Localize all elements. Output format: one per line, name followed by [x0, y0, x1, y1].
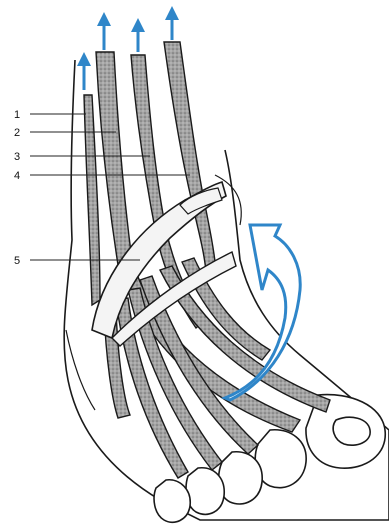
label-2: 2 — [14, 127, 20, 139]
label-1: 1 — [14, 109, 20, 121]
arrow-up-3 — [131, 18, 145, 52]
toe-4 — [186, 468, 224, 514]
arrow-up-2 — [97, 12, 111, 50]
label-4: 4 — [14, 170, 20, 182]
pull-arrows — [77, 6, 179, 90]
label-3: 3 — [14, 151, 20, 163]
tendon-4 — [164, 42, 216, 272]
label-5: 5 — [14, 255, 20, 267]
arrow-up-4 — [165, 6, 179, 40]
toe-nail-big — [333, 417, 370, 445]
toe-3 — [219, 452, 262, 504]
arrow-up-1 — [77, 52, 91, 90]
heel-contour — [66, 330, 95, 410]
tendon-1 — [84, 95, 100, 305]
toe-5 — [154, 480, 190, 523]
